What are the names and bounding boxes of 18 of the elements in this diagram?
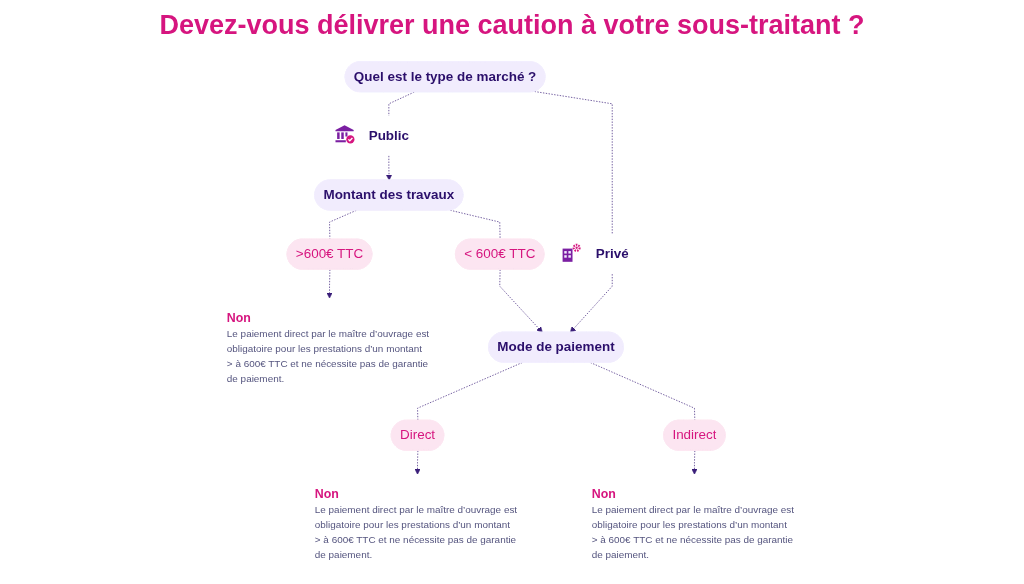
dashed-line bbox=[590, 362, 696, 421]
dashed-line bbox=[388, 91, 415, 117]
dashed-line bbox=[417, 362, 523, 421]
category-label: Public bbox=[368, 127, 410, 143]
option-pill: >600€ TTC bbox=[286, 238, 373, 270]
dashed-line bbox=[449, 209, 501, 240]
criterion-pill: Mode de paiement bbox=[488, 331, 624, 363]
answer-text: Non Le paiement direct par le maître d’ouvrage est obligatoire pour les prestations d’un montant > à 600€ TTC et ne nécessite pas de garantie de paiement. bbox=[314, 486, 518, 561]
category-label: Privé bbox=[595, 246, 629, 262]
option-pill: Indirect bbox=[663, 419, 726, 451]
answer-text: Non Le paiement direct par le maître d’ouvrage est obligatoire pour les prestations d’un montant > à 600€ TTC et ne nécessite pas de garantie de paiement. bbox=[226, 310, 430, 385]
dashed-line bbox=[534, 91, 613, 235]
answer-text: Non Le paiement direct par le maître d’ouvrage est obligatoire pour les prestations d’un montant > à 600€ TTC et ne nécessite pas de garantie de paiement. bbox=[591, 486, 795, 561]
option-pill: < 600€ TTC bbox=[455, 238, 545, 270]
question-pill: Quel est le type de marché ? bbox=[344, 61, 546, 93]
title: Devez-vous délivrer une caution à votre sous-traitant ? bbox=[159, 10, 865, 41]
option-pill: Direct bbox=[390, 419, 445, 451]
criterion-pill: Montant des travaux bbox=[314, 179, 464, 211]
